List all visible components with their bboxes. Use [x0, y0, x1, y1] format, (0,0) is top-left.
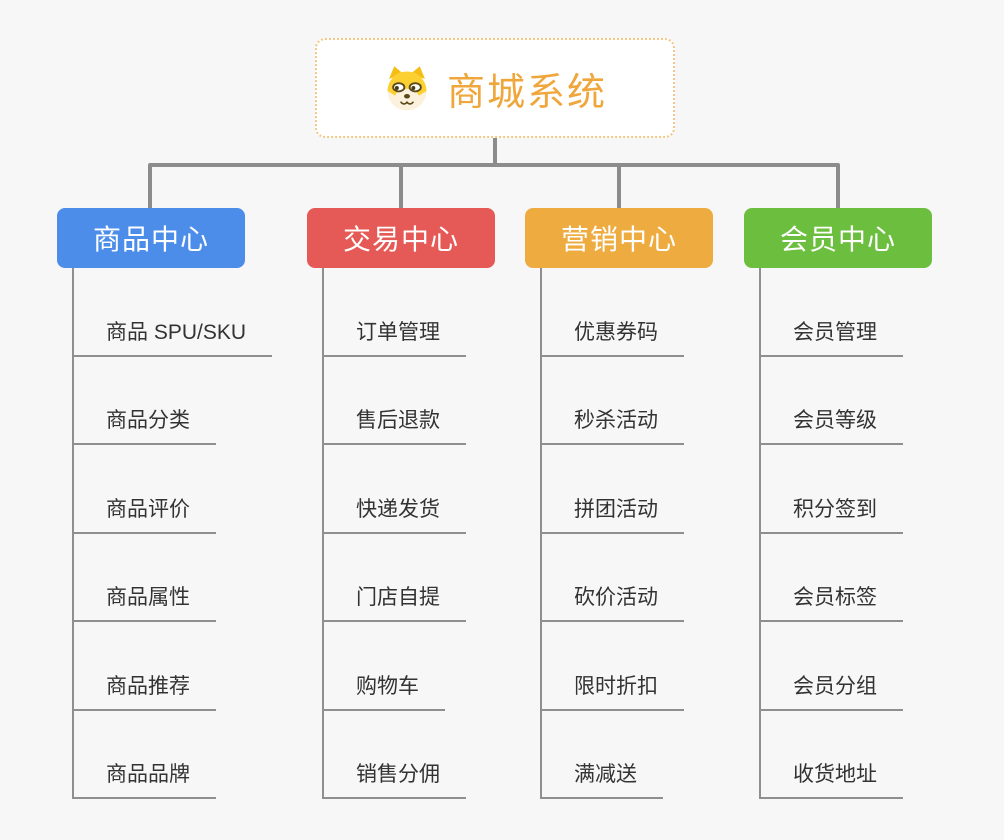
leaf-node[interactable]: 会员标签	[761, 581, 903, 622]
children-column-trade: 订单管理 售后退款 快递发货 门店自提 购物车 销售分佣	[322, 268, 466, 799]
leaf-node[interactable]: 门店自提	[324, 581, 466, 622]
leaf-node[interactable]: 购物车	[324, 670, 445, 711]
branch-node-product-center[interactable]: 商品中心	[57, 208, 245, 268]
branch-drop-line	[836, 165, 840, 208]
root-connector-drop	[493, 138, 497, 165]
leaf-node[interactable]: 商品属性	[74, 581, 216, 622]
leaf-node[interactable]: 满减送	[542, 758, 663, 799]
leaf-node[interactable]: 收货地址	[761, 758, 903, 799]
children-column-member: 会员管理 会员等级 积分签到 会员标签 会员分组 收货地址	[759, 268, 903, 799]
children-column-product: 商品 SPU/SKU 商品分类 商品评价 商品属性 商品推荐 商品品牌	[72, 268, 273, 799]
doge-icon	[387, 66, 427, 111]
leaf-node[interactable]: 优惠券码	[542, 316, 684, 357]
leaf-node[interactable]: 快递发货	[324, 493, 466, 534]
leaf-node[interactable]: 售后退款	[324, 404, 466, 445]
leaf-node[interactable]: 订单管理	[324, 316, 466, 357]
leaf-node[interactable]: 商品品牌	[74, 758, 216, 799]
leaf-node[interactable]: 销售分佣	[324, 758, 466, 799]
root-node[interactable]: 商城系统	[315, 38, 675, 138]
leaf-node[interactable]: 商品评价	[74, 493, 216, 534]
leaf-node[interactable]: 积分签到	[761, 493, 903, 534]
branch-node-trade-center[interactable]: 交易中心	[307, 208, 495, 268]
leaf-node[interactable]: 砍价活动	[542, 581, 684, 622]
children-column-marketing: 优惠券码 秒杀活动 拼团活动 砍价活动 限时折扣 满减送	[540, 268, 684, 799]
root-title: 商城系统	[446, 71, 607, 114]
leaf-node[interactable]: 商品 SPU/SKU	[74, 316, 273, 357]
branch-bus-line	[148, 163, 840, 167]
leaf-node[interactable]: 商品分类	[74, 404, 216, 445]
leaf-node[interactable]: 拼团活动	[542, 493, 684, 534]
leaf-node[interactable]: 会员分组	[761, 670, 903, 711]
branch-node-member-center[interactable]: 会员中心	[744, 208, 932, 268]
branch-drop-line	[617, 165, 621, 208]
leaf-node[interactable]: 会员管理	[761, 316, 903, 357]
leaf-node[interactable]: 商品推荐	[74, 670, 216, 711]
branch-drop-line	[399, 165, 403, 208]
branch-node-marketing-center[interactable]: 营销中心	[525, 208, 713, 268]
branch-drop-line	[148, 165, 152, 208]
leaf-node[interactable]: 秒杀活动	[542, 404, 684, 445]
leaf-node[interactable]: 会员等级	[761, 404, 903, 445]
leaf-node[interactable]: 限时折扣	[542, 670, 684, 711]
